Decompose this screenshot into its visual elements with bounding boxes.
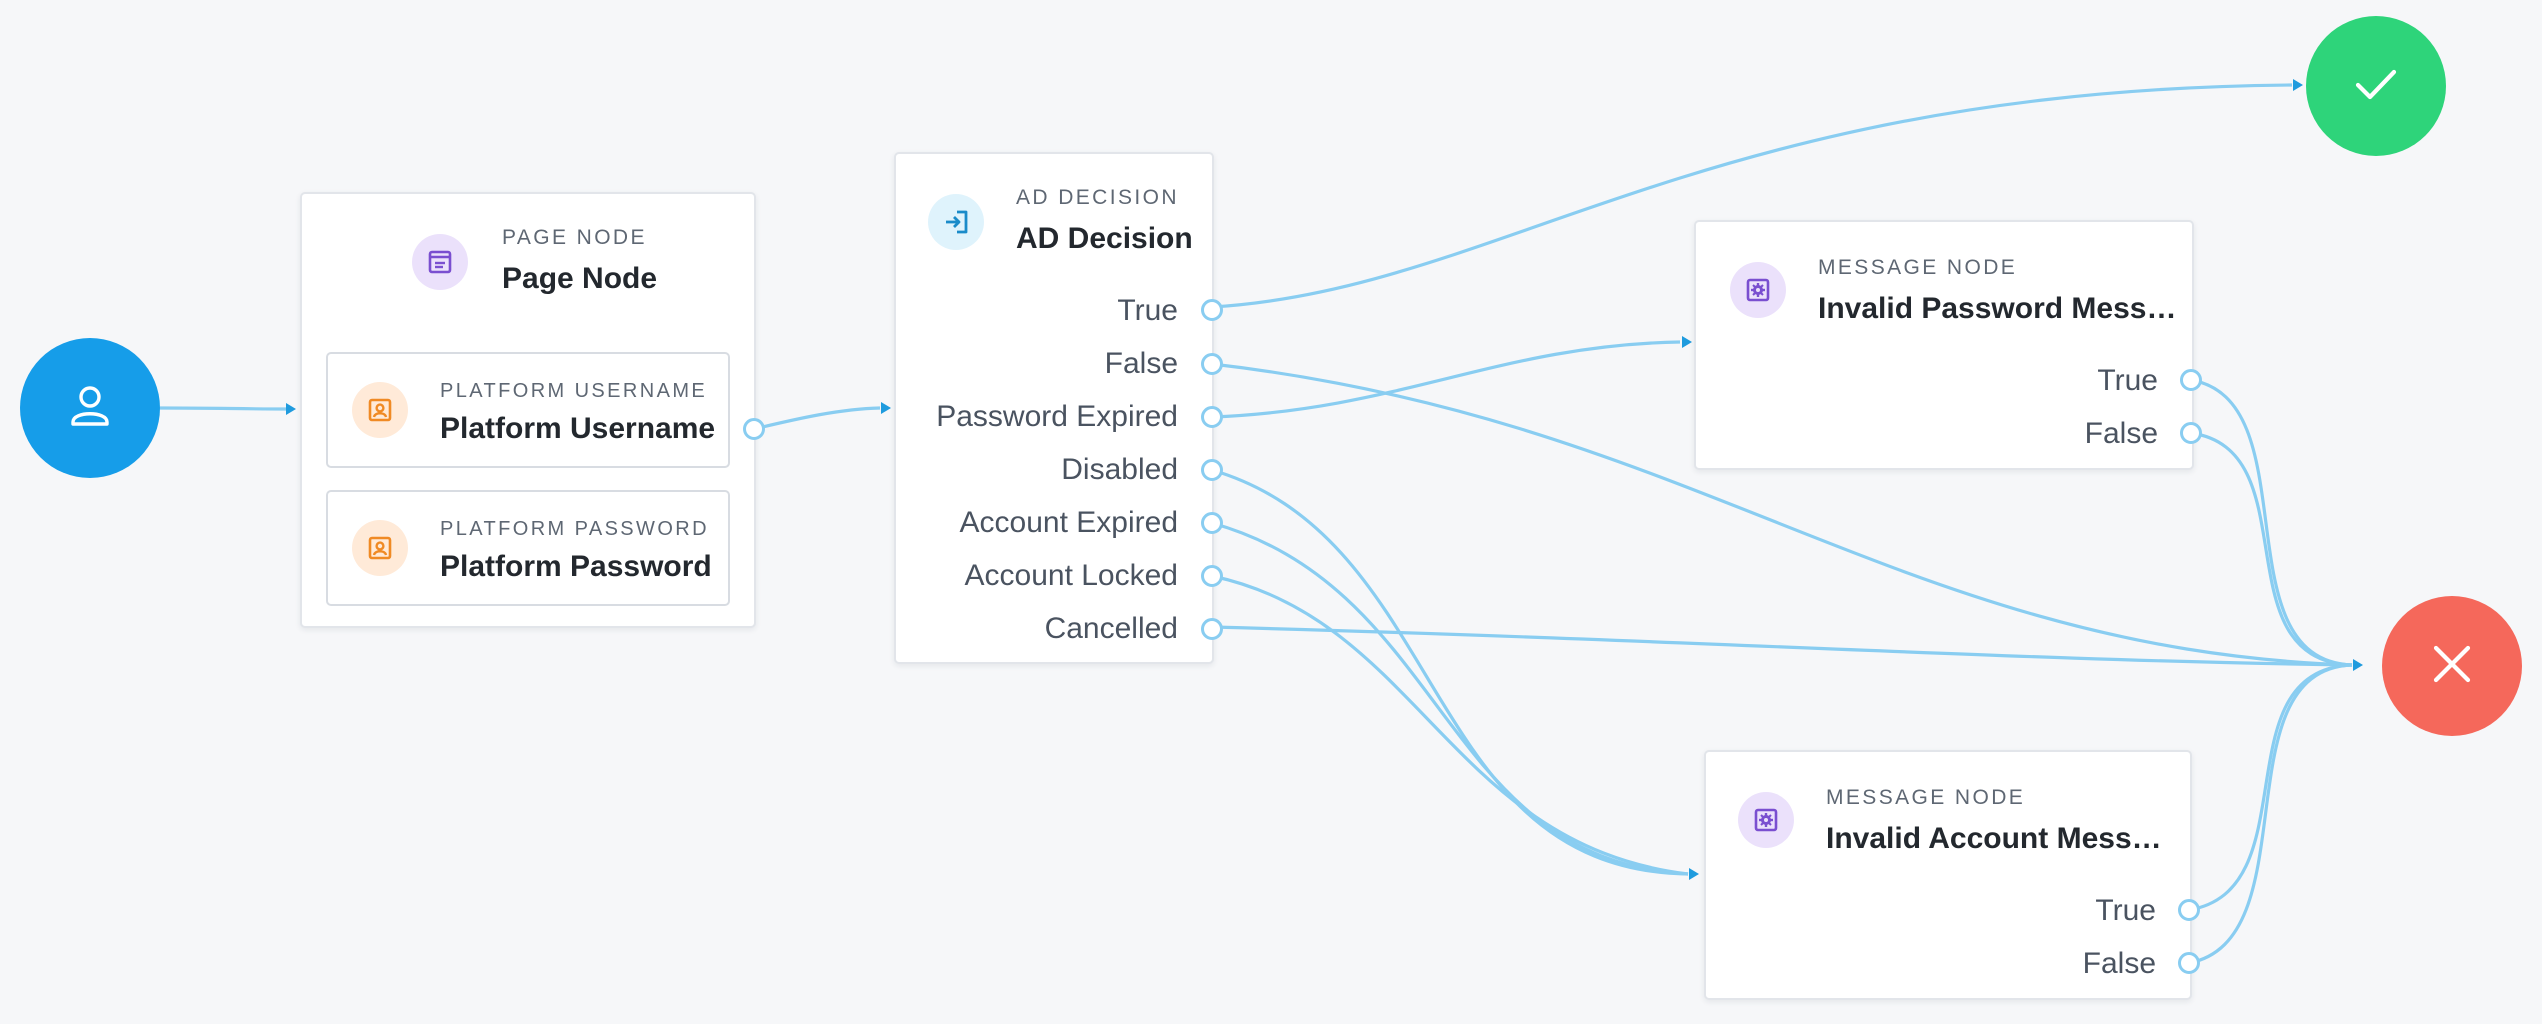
invalid-account-type: MESSAGE NODE (1826, 786, 2026, 809)
invalid-account-header: MESSAGE NODE Invalid Account Message (1706, 752, 2190, 882)
page-node[interactable]: PAGE NODE Page Node PLATFORM USERNAME Pl… (300, 192, 756, 628)
platform-password-node[interactable]: PLATFORM PASSWORD Platform Password (326, 490, 730, 606)
invalid-password-outcome-false: False (2084, 417, 2158, 450)
invalid-password-title: Invalid Password Messa... (1818, 292, 2178, 325)
outcome-disabled: Disabled (1061, 453, 1178, 486)
arrow-into-invalid-password (1682, 336, 1692, 348)
x-icon (2426, 638, 2478, 695)
gear-icon (1730, 262, 1786, 318)
ad-decision-type: AD DECISION (1016, 186, 1179, 209)
edge-invalid-password-true-to-failure (2190, 378, 2353, 667)
ad-decision-node[interactable]: AD DECISION AD Decision True False Passw… (894, 152, 1214, 664)
edge-account-expired-to-invalid-account (1211, 521, 1689, 876)
edge-start-to-page (159, 406, 291, 411)
invalid-password-message-node[interactable]: MESSAGE NODE Invalid Password Messa... T… (1694, 220, 2194, 470)
page-node-type: PAGE NODE (502, 226, 647, 249)
invalid-password-port-true[interactable] (2180, 369, 2202, 391)
edge-account-locked-to-invalid-account (1211, 574, 1689, 876)
port-account-locked[interactable] (1201, 565, 1223, 587)
outcome-password-expired: Password Expired (936, 400, 1178, 433)
invalid-account-title: Invalid Account Message (1826, 822, 2176, 855)
invalid-account-outcome-false: False (2082, 947, 2156, 980)
platform-username-title: Platform Username (440, 412, 716, 445)
arrow-into-ad-decision (881, 402, 891, 414)
start-node[interactable] (20, 338, 160, 478)
edge-password-expired-to-invalid-password (1211, 340, 1681, 419)
gear-icon (1738, 792, 1794, 848)
edge-page-to-ad-decision (753, 406, 881, 431)
edge-disabled-to-invalid-account (1211, 468, 1689, 876)
port-account-expired[interactable] (1201, 512, 1223, 534)
port-false[interactable] (1201, 353, 1223, 375)
platform-username-node[interactable]: PLATFORM USERNAME Platform Username (326, 352, 730, 468)
edge-invalid-account-false-to-failure (2188, 663, 2353, 965)
platform-password-title: Platform Password (440, 550, 712, 583)
user-icon (64, 380, 116, 437)
id-card-icon (352, 382, 408, 438)
arrow-into-invalid-account (1689, 868, 1699, 880)
invalid-account-outcome-true: True (2095, 894, 2156, 927)
invalid-account-port-false[interactable] (2178, 952, 2200, 974)
page-icon (412, 234, 468, 290)
check-icon (2348, 56, 2404, 117)
port-password-expired[interactable] (1201, 406, 1223, 428)
invalid-password-port-false[interactable] (2180, 422, 2202, 444)
outcome-account-expired: Account Expired (959, 506, 1178, 539)
id-card-icon (352, 520, 408, 576)
edge-invalid-account-true-to-failure (2188, 663, 2353, 912)
success-node[interactable] (2306, 16, 2446, 156)
invalid-account-port-true[interactable] (2178, 899, 2200, 921)
outcome-account-locked: Account Locked (964, 559, 1178, 592)
failure-node[interactable] (2382, 596, 2522, 736)
arrow-into-success (2293, 79, 2303, 91)
ad-decision-header: AD DECISION AD Decision (896, 154, 1212, 284)
invalid-password-outcome-true: True (2097, 364, 2158, 397)
page-node-header: PAGE NODE Page Node (302, 194, 754, 324)
invalid-password-type: MESSAGE NODE (1818, 256, 2018, 279)
port-disabled[interactable] (1201, 459, 1223, 481)
ad-decision-title: AD Decision (1016, 222, 1193, 255)
port-cancelled[interactable] (1201, 618, 1223, 640)
platform-password-type: PLATFORM PASSWORD (440, 518, 709, 540)
edge-invalid-password-false-to-failure (2190, 431, 2353, 667)
arrow-into-page-node (286, 403, 296, 415)
page-node-output-port[interactable] (743, 418, 765, 440)
outcome-true: True (1117, 294, 1178, 327)
platform-username-type: PLATFORM USERNAME (440, 380, 708, 402)
sign-in-icon (928, 194, 984, 250)
page-node-title: Page Node (502, 262, 658, 295)
invalid-password-header: MESSAGE NODE Invalid Password Messa... (1696, 222, 2192, 352)
invalid-account-message-node[interactable]: MESSAGE NODE Invalid Account Message Tru… (1704, 750, 2192, 1000)
edge-cancelled-to-failure (1211, 625, 2353, 667)
outcome-false: False (1104, 347, 1178, 380)
arrow-into-failure (2353, 659, 2363, 671)
port-true[interactable] (1201, 299, 1223, 321)
outcome-cancelled: Cancelled (1044, 612, 1178, 645)
